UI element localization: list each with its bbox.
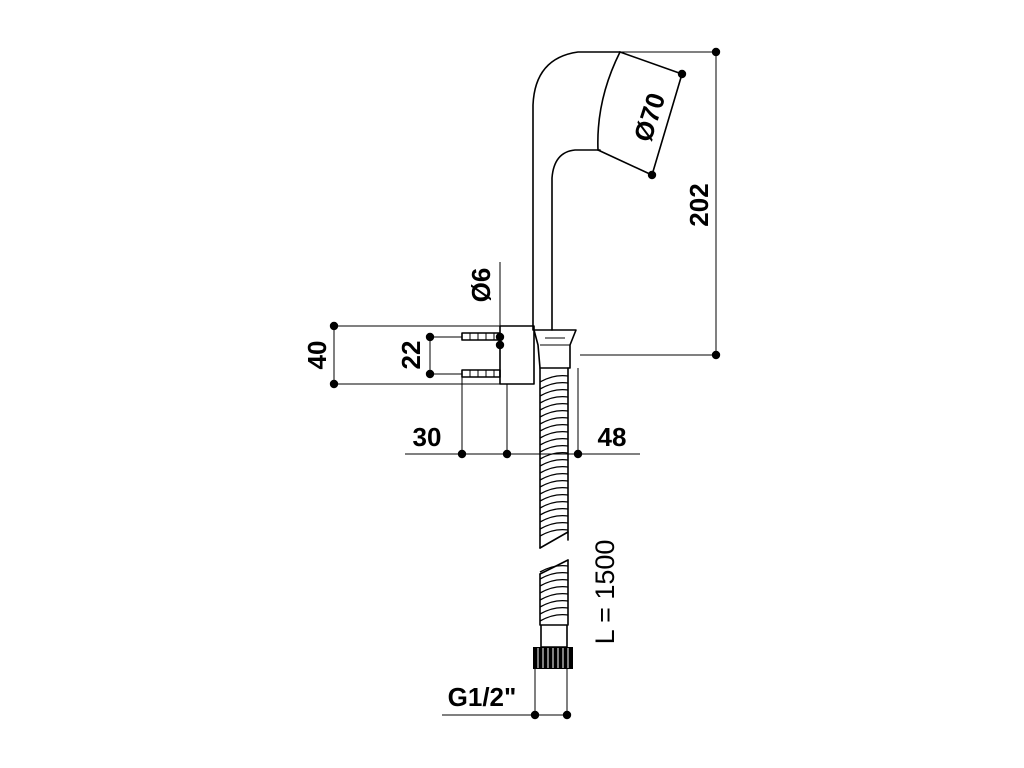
hole-diameter-label: Ø6	[466, 268, 496, 303]
hose-coil	[539, 465, 569, 474]
hose-coil	[539, 528, 569, 537]
hose-coil	[539, 437, 569, 446]
hose-coils-upper	[539, 374, 569, 537]
hose-coil	[539, 395, 569, 404]
hose-length-label: L = 1500	[590, 540, 620, 645]
hose-coil	[539, 521, 569, 530]
hose-coil	[539, 592, 569, 601]
dimension-dots	[329, 47, 721, 720]
hose-coil	[539, 430, 569, 439]
hose-coil	[539, 416, 569, 425]
hose-coil	[539, 402, 569, 411]
thread-size-label: G1/2"	[448, 682, 517, 712]
hose-coil	[539, 507, 569, 516]
total-height-label: 202	[684, 183, 714, 226]
flexible-hose	[533, 367, 573, 669]
hose-coil	[539, 486, 569, 495]
bracket-height-label: 40	[302, 341, 332, 370]
hose-coil	[539, 564, 569, 573]
hose-coil	[539, 514, 569, 523]
dimension-lines	[333, 51, 717, 716]
hose-coil	[539, 606, 569, 615]
hose-coil	[539, 571, 569, 580]
hose-coils-lower	[539, 564, 569, 622]
hose-coil	[539, 613, 569, 622]
hose-coil	[539, 599, 569, 608]
hose-coil	[539, 472, 569, 481]
hose-coil	[539, 578, 569, 587]
hand-shower	[532, 51, 683, 331]
hose-coil	[539, 458, 569, 467]
hose-coil	[539, 409, 569, 418]
wall-bracket	[461, 325, 577, 385]
hose-coil	[539, 444, 569, 453]
holder-projection-label: 48	[598, 422, 627, 452]
hose-coil	[539, 388, 569, 397]
hose-coil	[539, 493, 569, 502]
hole-spacing-label: 22	[396, 341, 426, 370]
dimension-labels: Ø70 202 Ø6 40 22 30 48 L = 1500 G1/2"	[302, 89, 714, 712]
hose-coil	[539, 479, 569, 488]
hose-coil	[539, 585, 569, 594]
hose-coil	[539, 381, 569, 390]
wall-offset-label: 30	[413, 422, 442, 452]
hose-coil	[539, 500, 569, 509]
hose-coil	[539, 423, 569, 432]
head-diameter-label: Ø70	[628, 89, 672, 145]
hose-coil	[539, 374, 569, 383]
